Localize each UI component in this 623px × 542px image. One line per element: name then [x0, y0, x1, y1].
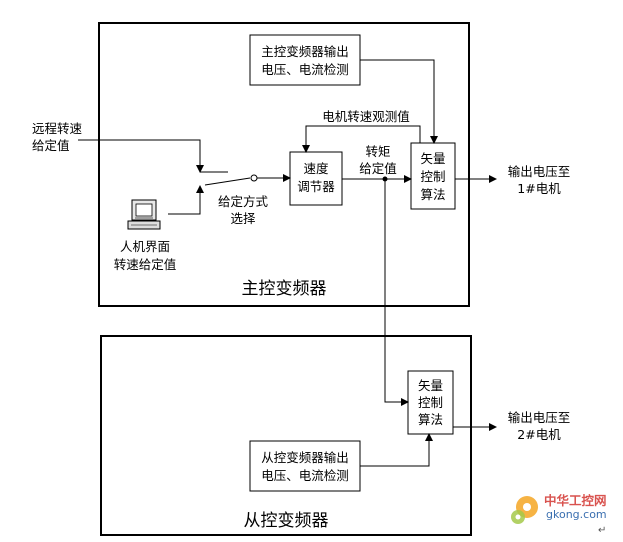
master-detect-line-1: 主控变频器输出 — [261, 44, 349, 59]
slave-vector-line-3: 算法 — [417, 412, 443, 427]
slave-detect-line-1: 从控变频器输出 — [261, 450, 349, 465]
master-output-label-2: 1#电机 — [517, 181, 561, 196]
paragraph-mark: ↵ — [598, 525, 607, 536]
select-mode-label-2: 选择 — [230, 211, 256, 226]
torque-branch-line — [384, 179, 409, 406]
slave-output-label-2: 2#电机 — [517, 427, 561, 442]
hmi-speed-line — [168, 185, 204, 215]
slave-vector-box — [407, 370, 454, 435]
select-mode-label-1: 给定方式 — [217, 194, 268, 209]
master-vector-line-2: 控制 — [420, 169, 446, 184]
watermark-url: gkong.com — [546, 508, 607, 521]
slave-title: 从控变频器 — [243, 511, 329, 531]
computer-icon — [127, 199, 161, 230]
master-detect-arrow — [360, 59, 438, 144]
gear-logo-icon — [511, 496, 538, 524]
master-vector-line-3: 算法 — [420, 187, 446, 202]
remote-speed-label-2: 给定值 — [32, 138, 70, 153]
watermark-text: 中华工控网 — [544, 493, 607, 508]
speed-regulator-line-1: 速度 — [303, 161, 329, 176]
slave-output-label-1: 输出电压至 — [507, 410, 571, 425]
torque-label-2: 给定值 — [359, 161, 397, 176]
master-detect-box — [249, 34, 361, 86]
master-output-label-1: 输出电压至 — [507, 164, 571, 179]
master-detect-line-2: 电压、电流检测 — [261, 62, 349, 77]
master-vector-line-1: 矢量 — [420, 151, 446, 166]
hmi-label-2: 转速给定值 — [113, 257, 177, 272]
speed-observe-label: 电机转速观测值 — [322, 109, 410, 124]
master-vector-box — [410, 142, 456, 210]
slave-frame — [100, 335, 472, 536]
master-title: 主控变频器 — [241, 279, 327, 299]
remote-speed-line — [78, 139, 204, 173]
slave-detect-arrow — [360, 433, 433, 467]
speed-regulator-line-2: 调节器 — [297, 179, 335, 194]
switch-blade — [204, 177, 251, 186]
switch-pivot — [250, 174, 258, 182]
torque-label-1: 转矩 — [365, 144, 391, 159]
hmi-label-1: 人机界面 — [119, 239, 170, 254]
slave-vector-line-2: 控制 — [417, 395, 443, 410]
remote-speed-label-1: 远程转速 — [32, 121, 83, 136]
slave-detect-box — [249, 440, 361, 492]
slave-vector-line-1: 矢量 — [417, 378, 443, 393]
slave-detect-line-2: 电压、电流检测 — [261, 468, 349, 483]
speed-feedback-line — [302, 125, 421, 153]
master-frame — [98, 22, 470, 307]
